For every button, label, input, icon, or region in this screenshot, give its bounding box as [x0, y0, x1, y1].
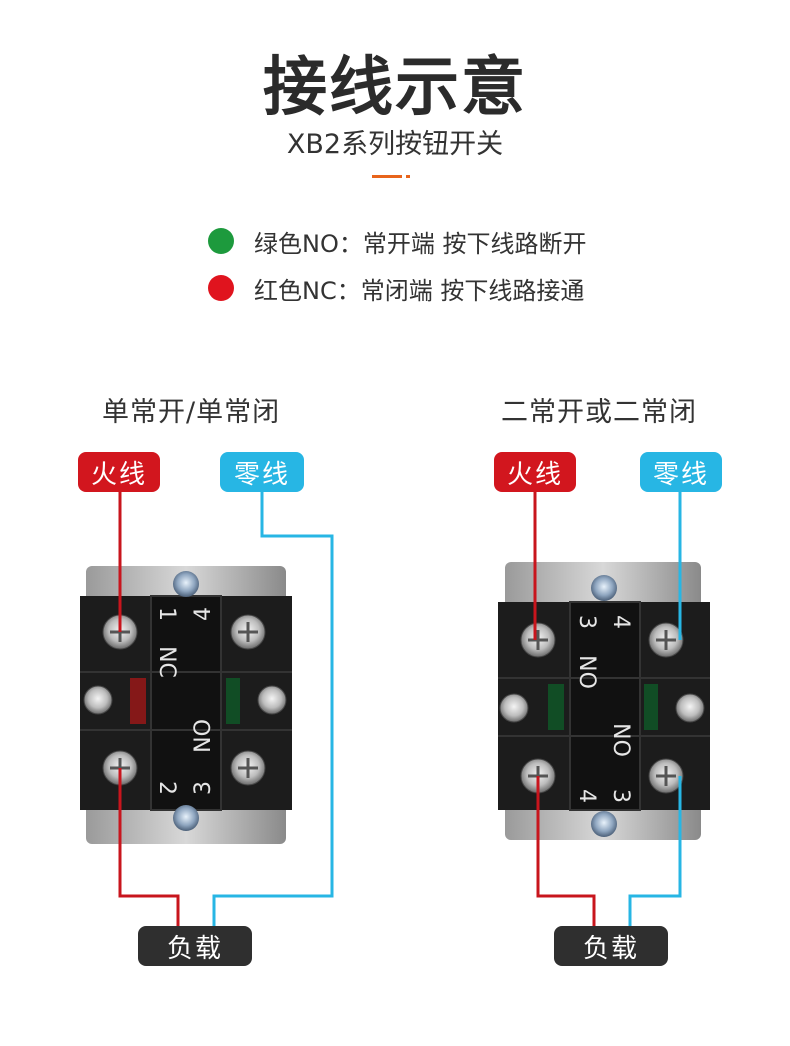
diagram-title-single: 单常开/单常闭: [102, 397, 281, 428]
screw-icon: [257, 685, 287, 715]
diagram-title-double: 二常开或二常闭: [501, 397, 697, 428]
legend-item-no: 绿色NO：常开端 按下线路断开: [208, 224, 586, 258]
terminal-mark: NO: [574, 655, 599, 689]
screw-icon: [499, 693, 529, 723]
terminal-mark: 4: [608, 615, 633, 629]
screw-icon: [173, 571, 199, 597]
center-block-right: [569, 601, 641, 811]
terminal-mark: NO: [191, 719, 216, 753]
neutral-wire-label-left: 零线: [220, 452, 304, 492]
live-wire-label-right: 火线: [494, 452, 576, 492]
terminal-mark: 3: [574, 615, 599, 629]
screw-icon: [591, 811, 617, 837]
live-wire-left-load: [118, 768, 180, 926]
red-dot-icon: [208, 275, 234, 301]
terminal-mark: 4: [574, 789, 599, 803]
page-subtitle: XB2系列按钮开关: [286, 129, 504, 160]
terminal-mark: 1: [154, 607, 179, 621]
terminal-mark: 3: [191, 781, 216, 795]
green-dot-icon: [208, 228, 234, 254]
wires-left: [118, 490, 334, 926]
terminal-mark: 2: [154, 781, 179, 795]
accent-divider-dot: [406, 175, 410, 178]
load-label-right: 负载: [554, 926, 668, 966]
legend-text-nc: 红色NC：常闭端 按下线路接通: [254, 276, 585, 305]
live-wire-label-left: 火线: [78, 452, 160, 492]
switch-left: 1 4 NC NO 2 3: [80, 566, 292, 844]
wires-right: [533, 490, 682, 926]
terminal-mark: 3: [608, 789, 633, 803]
legend-item-nc: 红色NC：常闭端 按下线路接通: [208, 271, 584, 305]
screw-icon: [173, 805, 199, 831]
neutral-wire-right-load: [628, 776, 682, 926]
neutral-wire-left: [212, 490, 334, 926]
legend-text-no: 绿色NO：常开端 按下线路断开: [254, 229, 587, 258]
neutral-wire-label-right: 零线: [640, 452, 722, 492]
page-title: 接线示意: [263, 51, 527, 125]
terminal-mark: NO: [608, 723, 633, 757]
load-label-left: 负载: [138, 926, 252, 966]
screw-icon: [83, 685, 113, 715]
switch-right: 3 4 NO NO 4 3: [498, 562, 710, 840]
terminal-mark: 4: [191, 607, 216, 621]
screw-icon: [675, 693, 705, 723]
screw-icon: [591, 575, 617, 601]
center-block-left: [150, 595, 222, 811]
live-wire-right-load: [536, 776, 596, 926]
terminal-mark: NC: [154, 646, 179, 678]
accent-divider: [372, 175, 402, 178]
